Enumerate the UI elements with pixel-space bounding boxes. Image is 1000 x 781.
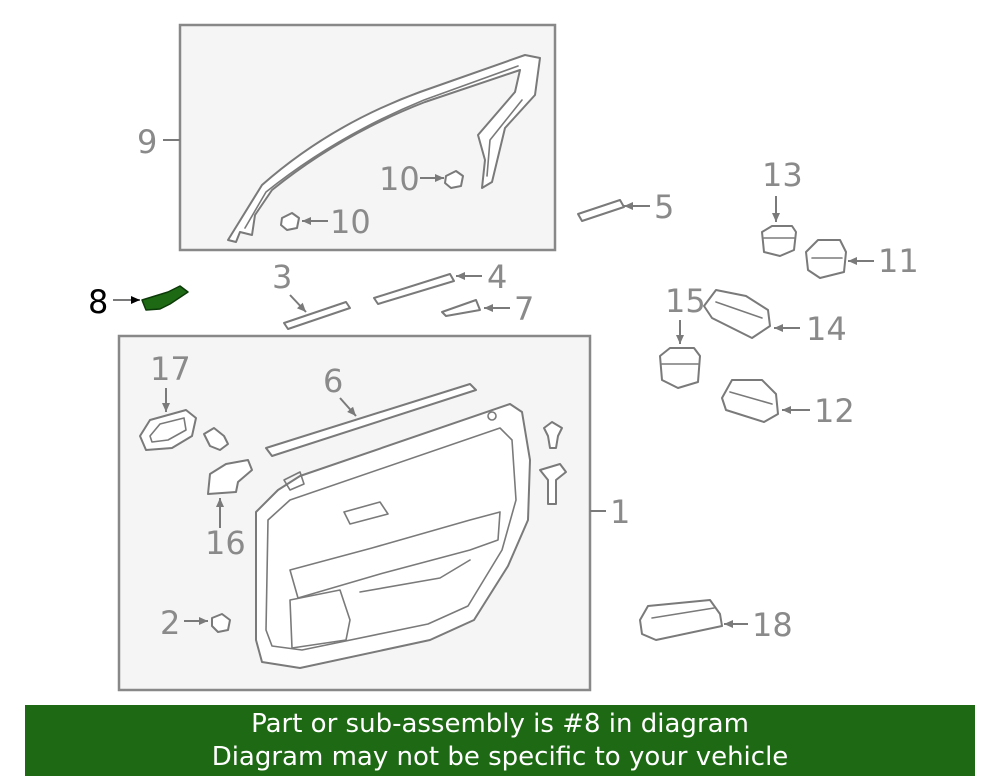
part-14-switch-panel (703, 289, 771, 339)
window-frame-molding (227, 54, 541, 243)
callout-16: 16 (205, 524, 246, 562)
info-banner: Part or sub-assembly is #8 in diagram Di… (25, 705, 975, 776)
clip-10-upper (444, 170, 464, 189)
clip-10-lower (280, 212, 300, 231)
part-15-switch (659, 347, 701, 389)
part-8-highlighted (141, 285, 189, 311)
part-5-weatherstrip (577, 199, 625, 222)
part-6-belt-molding (265, 383, 477, 457)
callout-11: 11 (878, 242, 919, 280)
callout-14: 14 (806, 310, 847, 348)
callout-8: 8 (88, 283, 108, 321)
part-3-strip (283, 301, 351, 330)
part-18-switch-base (639, 599, 723, 641)
part-12-switch-panel (721, 379, 779, 423)
callout-15: 15 (665, 282, 706, 320)
banner-line-1: Part or sub-assembly is #8 in diagram (251, 708, 749, 739)
callout-10-upper: 10 (379, 160, 420, 198)
part-11-switch (805, 239, 847, 279)
callout-9: 9 (137, 123, 157, 161)
callout-5: 5 (654, 188, 674, 226)
part-17-handle-bezel (139, 409, 197, 451)
pin-lower (539, 463, 567, 505)
callout-10-lower: 10 (330, 203, 371, 241)
callout-7: 7 (514, 290, 534, 328)
callout-13: 13 (762, 156, 803, 194)
callout-6: 6 (323, 362, 343, 400)
callout-18: 18 (752, 606, 793, 644)
callout-12: 12 (814, 392, 855, 430)
part-13-switch (761, 225, 797, 257)
callout-3: 3 (272, 258, 292, 296)
part-2-clip (211, 613, 231, 633)
part-7-trim (441, 299, 481, 317)
callout-4: 4 (487, 258, 507, 296)
door-trim-panel (255, 403, 531, 669)
screw (203, 427, 229, 451)
banner-line-2: Diagram may not be specific to your vehi… (211, 741, 789, 772)
callout-1: 1 (610, 493, 630, 531)
callout-17: 17 (150, 350, 191, 388)
callout-2: 2 (160, 604, 180, 642)
pin-upper (543, 421, 563, 449)
part-4-strip (373, 273, 455, 305)
part-16-bracket (207, 459, 253, 495)
